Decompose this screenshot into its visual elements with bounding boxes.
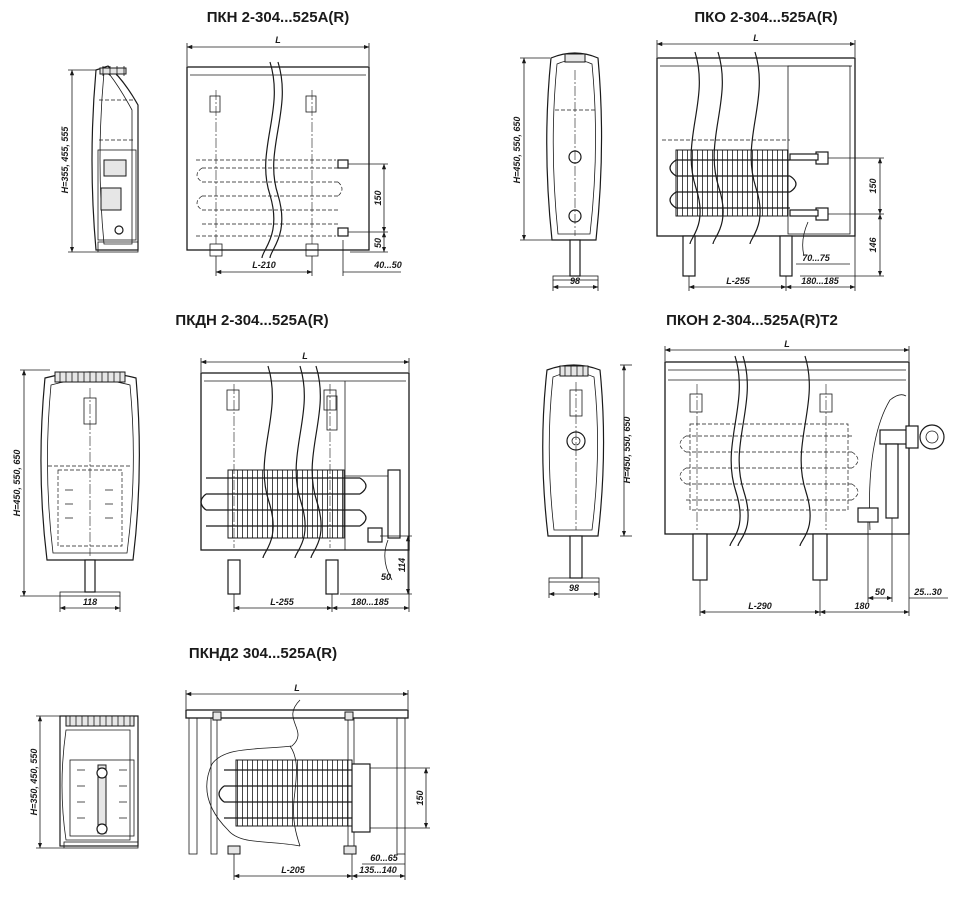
dim-pkdn-50: 50 [381,572,391,582]
dim-pko-98: 98 [570,276,580,286]
dim-pknd2-L: L [294,683,300,693]
title-pkon: ПКОН 2-304...525А(R)Т2 [666,312,838,329]
dim-pknd2-H: H=350, 450, 550 [29,749,39,816]
dim-pkon-H: H=450, 550, 650 [622,417,632,484]
dim-pkon-50: 50 [875,587,885,597]
pkon-front-view [664,355,945,581]
dim-pkn-L: L [275,35,281,45]
dim-pknd2-135140: 135...140 [359,865,397,875]
dim-pko-150: 150 [868,178,878,193]
view-pkon: ПКОН 2-304...525А(R)Т2 H=450, 550, 650 9… [542,312,948,616]
pknd2-side-view [59,715,139,849]
dim-pkon-2530: 25...30 [913,587,942,597]
dim-pkn-50: 50 [373,238,383,248]
title-pkn: ПКН 2-304...525А(R) [207,9,350,26]
pkon-side-view [542,364,605,583]
pkdn-front-view [200,365,410,595]
dim-pkdn-L: L [302,351,308,361]
dim-pkn-L210: L-210 [252,260,276,270]
pkdn-side-view [40,371,140,597]
dim-pknd2-L205: L-205 [281,865,306,875]
view-pknd2: ПКНД2 304...525А(R) H=350, 450, 550 [29,645,430,880]
dim-pkn-H: H=355, 455, 555 [60,126,70,194]
dim-pkdn-114: 114 [397,558,407,572]
dim-pko-L255: L-255 [726,276,751,286]
pknd2-front-view [185,699,409,855]
view-pkdn: ПКДН 2-304...525А(R) H=450, 550, 650 118 [12,312,412,612]
dim-pknd2-150: 150 [415,790,425,805]
dim-pko-180185: 180...185 [801,276,840,286]
dim-pkon-180: 180 [854,601,869,611]
title-pko: ПКО 2-304...525А(R) [694,9,837,26]
view-pkn: ПКН 2-304...525А(R) H=355, 455, 555 [60,9,402,276]
dim-pkn-4050: 40...50 [373,260,402,270]
pkn-front-view [186,61,370,259]
title-pkdn: ПКДН 2-304...525А(R) [175,312,328,329]
pkn-side-view [91,65,139,253]
dim-pko-L: L [753,33,759,43]
dim-pkon-L290: L-290 [748,601,772,611]
dim-pko-146: 146 [868,237,878,253]
pko-front-view [656,51,856,277]
dim-pkdn-180185: 180...185 [351,597,390,607]
title-pknd2: ПКНД2 304...525А(R) [189,645,337,662]
dim-pkdn-118: 118 [83,597,97,607]
view-pko: ПКО 2-304...525А(R) H=450, 550, 650 98 [512,9,884,291]
dim-pknd2-6065: 60...65 [370,853,399,863]
dim-pko-7075: 70...75 [802,253,831,263]
pko-side-view [546,52,603,281]
dim-pkon-L: L [784,339,790,349]
dim-pko-H: H=450, 550, 650 [512,117,522,184]
dim-pkon-98: 98 [569,583,579,593]
dim-pkdn-L255: L-255 [270,597,295,607]
dim-pkn-150: 150 [373,190,383,205]
dim-pkdn-H: H=450, 550, 650 [12,450,22,517]
